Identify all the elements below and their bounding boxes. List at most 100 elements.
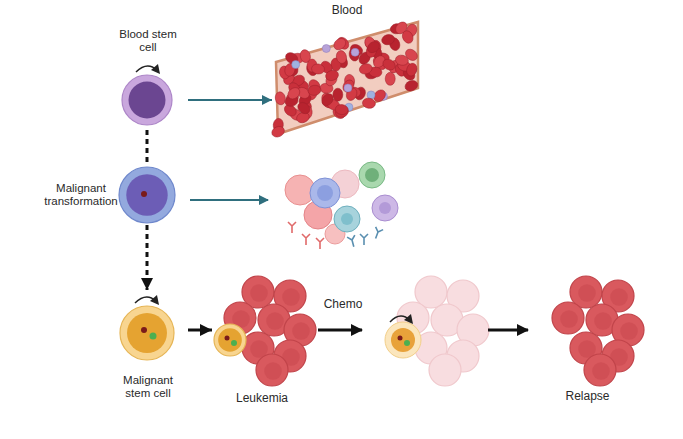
antibody-symbol [288, 222, 296, 233]
red-blood-cell [333, 88, 343, 101]
dashed-arrow [146, 225, 149, 290]
cell-nucleus [126, 174, 167, 215]
red-blood-cell [307, 84, 322, 96]
cell-nucleus [391, 328, 415, 352]
antibody-symbol [347, 235, 358, 248]
immune-cell [359, 162, 385, 188]
relapse-node: Relapse [535, 272, 640, 410]
dashed-line [146, 130, 149, 165]
cell-nucleus [379, 202, 391, 214]
red-blood-cell [552, 302, 584, 334]
stem-cell-node: Blood stem cell [108, 28, 188, 130]
cell-nucleus [365, 168, 379, 182]
red-blood-cell [296, 100, 312, 116]
red-blood-cell [381, 33, 396, 46]
relapse-arrow [488, 329, 528, 332]
red-blood-cell [365, 39, 381, 55]
cell-center [292, 322, 310, 340]
red-blood-cell [324, 69, 339, 82]
red-blood-cell [381, 57, 397, 72]
red-blood-cell [270, 125, 286, 139]
node-graphic [272, 4, 422, 136]
cell-center [264, 362, 282, 380]
red-blood-cell [405, 62, 419, 77]
arrow-head [404, 314, 413, 324]
teal-arrow [190, 199, 268, 201]
node-graphic [212, 272, 312, 410]
cell-center [578, 284, 596, 302]
mutation-dot [404, 340, 410, 346]
cell-membrane [214, 324, 246, 356]
antibody-symbol [302, 234, 310, 245]
black-arrow [188, 329, 212, 332]
leukemia-node: Leukemia [212, 272, 312, 410]
chemo-arrow [318, 329, 362, 332]
red-blood-cell [335, 50, 348, 65]
red-blood-cell [400, 29, 415, 45]
cell-nucleus [218, 328, 242, 352]
red-blood-cell [385, 72, 395, 85]
cell-membrane [122, 75, 172, 125]
antibody-symbol [372, 227, 383, 240]
immune-cell [310, 178, 340, 208]
red-blood-cell [274, 91, 286, 106]
cell-label: Malignant transformation [40, 182, 122, 208]
red-blood-cell [584, 354, 616, 386]
cell-nucleus [129, 82, 166, 119]
mutation-dot [150, 333, 157, 340]
faded-cell [429, 354, 461, 386]
mutation-dot [231, 340, 237, 346]
cell-membrane [120, 306, 174, 360]
red-blood-cell [348, 42, 364, 57]
immune-cell [334, 206, 360, 232]
red-blood-cell [256, 354, 288, 386]
step-label: Chemo [318, 298, 368, 311]
arrow-head [151, 64, 160, 74]
cell-nucleus [127, 313, 167, 353]
cell-label: Blood stem cell [116, 28, 180, 54]
surviving-stem-cell [385, 322, 421, 358]
arrow-head [150, 295, 159, 305]
antibody-symbol [316, 238, 324, 249]
red-blood-cell [335, 104, 349, 115]
teal-arrow [188, 99, 272, 101]
red-blood-cell [319, 92, 335, 108]
cell-center [282, 288, 300, 306]
immune-cell [372, 195, 398, 221]
red-blood-cell [358, 62, 373, 75]
cell-center [250, 284, 268, 302]
image-label: Blood [272, 4, 422, 17]
mutation-dot [141, 327, 147, 333]
cell-center [560, 310, 578, 328]
cell-nucleus [341, 213, 353, 225]
cell-center [620, 322, 638, 340]
red-blood-cell [332, 36, 348, 52]
cell-center [610, 288, 628, 306]
white-blood-cell [344, 84, 352, 92]
red-blood-cell [403, 79, 419, 93]
cell-center [266, 312, 284, 330]
blood-node: Blood [272, 4, 422, 136]
transforming-cell-node: Malignant transformation [40, 165, 188, 225]
red-blood-cell [395, 54, 410, 66]
mutation-dot [398, 336, 403, 341]
cell-nucleus [317, 185, 333, 201]
red-blood-cell [362, 97, 376, 109]
red-blood-cell [286, 85, 302, 101]
red-blood-cell [311, 63, 325, 74]
mutation-dot [225, 336, 230, 341]
cell-center [594, 312, 612, 330]
blood-vessel [276, 22, 418, 134]
red-blood-cell [341, 78, 356, 94]
white-blood-cell [367, 91, 375, 99]
cell-center [592, 362, 610, 380]
white-blood-cell [322, 44, 330, 52]
cluster-label: Leukemia [212, 392, 312, 405]
cluster-label: Relapse [535, 390, 640, 403]
antibody-symbol [360, 234, 368, 245]
cell-membrane [119, 167, 175, 223]
mutation-dot [141, 191, 147, 197]
white-blood-cell [292, 61, 300, 69]
